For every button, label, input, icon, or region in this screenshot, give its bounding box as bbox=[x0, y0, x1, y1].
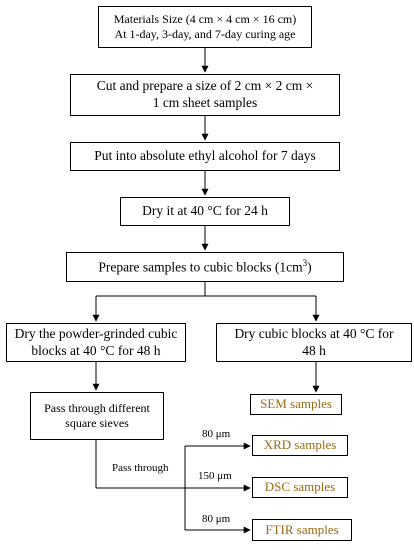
dry-cubic-line2: 48 h bbox=[302, 342, 326, 358]
square-sieves-line2: square sieves bbox=[65, 416, 129, 430]
xrd-samples-text: XRD samples bbox=[263, 437, 337, 453]
dsc-samples-box: DSC samples bbox=[252, 477, 348, 498]
dry-24h-box: Dry it at 40 °C for 24 h bbox=[120, 197, 290, 226]
dry-cubic-box: Dry cubic blocks at 40 °C for 48 h bbox=[216, 323, 412, 362]
cut-prepare-line2: 1 cm sheet samples bbox=[152, 95, 258, 110]
dry-powder-line1: Dry the powder-grinded cubic bbox=[14, 325, 178, 341]
square-sieves-box: Pass through different square sieves bbox=[30, 392, 164, 440]
materials-size-box: Materials Size (4 cm × 4 cm × 16 cm) At … bbox=[98, 6, 312, 48]
sem-samples-box: SEM samples bbox=[250, 394, 342, 415]
xrd-samples-box: XRD samples bbox=[252, 435, 348, 456]
ftir-samples-box: FTIR samples bbox=[252, 519, 352, 541]
dry-powder-line2: blocks at 40 °C for 48 h bbox=[31, 342, 161, 358]
prepare-cubic-text: Prepare samples to cubic blocks (1cm3) bbox=[98, 257, 312, 275]
sem-samples-text: SEM samples bbox=[260, 396, 332, 412]
dry-cubic-line1: Dry cubic blocks at 40 °C for bbox=[234, 325, 394, 341]
square-sieves-line1: Pass through different bbox=[44, 401, 150, 415]
materials-size-text: Materials Size (4 cm × 4 cm × 16 cm) bbox=[113, 12, 297, 26]
ftir-sieve-size-label: 80 μm bbox=[202, 513, 231, 525]
dsc-sieve-size-label: 150 μm bbox=[198, 470, 232, 482]
dsc-samples-text: DSC samples bbox=[264, 479, 336, 495]
pass-through-label: Pass through bbox=[112, 462, 169, 474]
xrd-sieve-size-label: 80 μm bbox=[202, 428, 231, 440]
dry-24h-text: Dry it at 40 °C for 24 h bbox=[142, 203, 268, 219]
cubic-exponent: 3 bbox=[302, 257, 308, 268]
ethyl-alcohol-box: Put into absolute ethyl alcohol for 7 da… bbox=[70, 142, 340, 171]
curing-age-text: At 1-day, 3-day, and 7-day curing age bbox=[114, 27, 296, 41]
ethyl-alcohol-text: Put into absolute ethyl alcohol for 7 da… bbox=[94, 148, 316, 164]
dry-powder-box: Dry the powder-grinded cubic blocks at 4… bbox=[6, 323, 186, 362]
cut-prepare-box: Cut and prepare a size of 2 cm × 2 cm × … bbox=[70, 74, 340, 116]
prepare-cubic-box: Prepare samples to cubic blocks (1cm3) bbox=[66, 252, 344, 282]
ftir-samples-text: FTIR samples bbox=[265, 521, 339, 537]
cut-prepare-line1: Cut and prepare a size of 2 cm × 2 cm × bbox=[96, 78, 314, 94]
